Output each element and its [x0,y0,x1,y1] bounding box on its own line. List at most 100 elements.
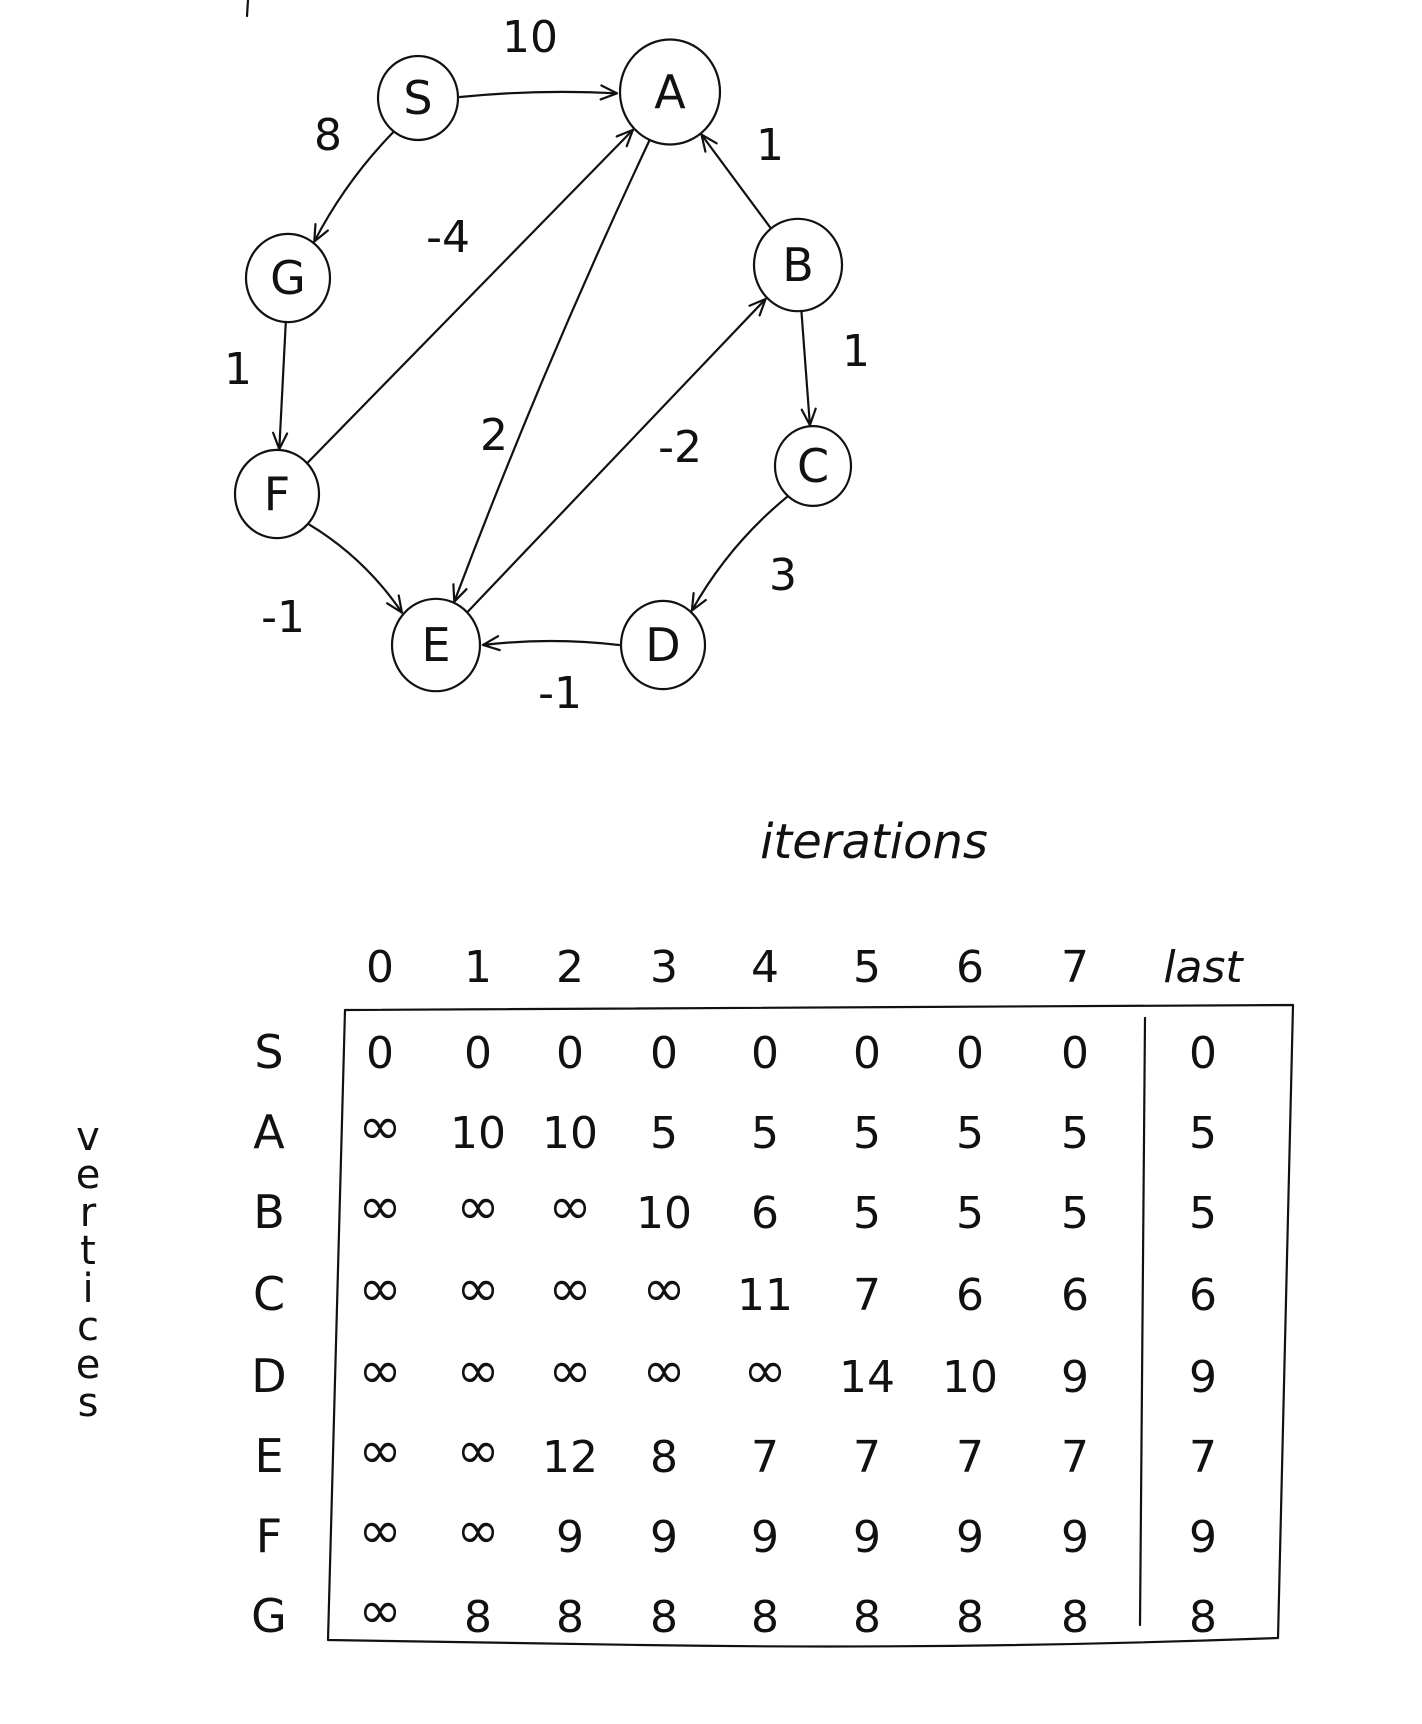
table-cell: ∞ [456,1177,499,1237]
table-cell: ∞ [358,1501,401,1561]
table-cell: ∞ [358,1097,401,1157]
row-header-d: D [251,1349,286,1403]
row-header-g: G [251,1589,287,1643]
column-header-4: 4 [751,942,779,993]
table-cell: 0 [1061,1028,1089,1079]
column-header-5: 5 [853,942,881,993]
table-cell: 8 [650,1592,678,1643]
edge-d-e [481,635,621,652]
edge-weight-g-f: 1 [224,344,252,395]
table-cell: 5 [1189,1188,1217,1239]
table-cell: 7 [1061,1432,1089,1483]
row-axis-letter: e [76,1152,101,1198]
edge-f-a [306,128,634,464]
table-cell: 8 [1061,1592,1089,1643]
node-d-label: D [645,618,680,672]
table-cell: ∞ [456,1259,499,1319]
node-g-label: G [270,251,306,305]
table-cell: 7 [751,1432,779,1483]
table-cell: 7 [956,1432,984,1483]
table-cell: 9 [1061,1352,1089,1403]
table-cell: ∞ [642,1341,685,1401]
row-axis-letter: s [78,1380,99,1426]
row-axis-letter: r [80,1190,97,1236]
row-axis-letter: t [80,1228,96,1274]
row-header-f: F [256,1509,282,1563]
table-cell: 0 [751,1028,779,1079]
table-cell: 8 [853,1592,881,1643]
column-header-2: 2 [556,942,584,993]
table-cell: ∞ [743,1341,786,1401]
table-cell: 8 [956,1592,984,1643]
table-cell: 5 [1189,1108,1217,1159]
table-cell: 5 [853,1188,881,1239]
node-g: G [244,232,332,324]
node-a-circle [618,38,722,146]
table-cell: 5 [751,1108,779,1159]
table-cell: 8 [556,1592,584,1643]
table-cell: 0 [366,1028,394,1079]
edges-layer [272,84,817,652]
table-cell: 0 [956,1028,984,1079]
table-cell: 14 [839,1352,895,1403]
table-cell: 12 [542,1432,598,1483]
table-cell: 6 [1189,1270,1217,1321]
table-cell: ∞ [358,1177,401,1237]
node-g-circle [244,232,332,324]
row-header-c: C [253,1267,285,1321]
table-cell: 0 [1189,1028,1217,1079]
edge-weight-e-b: -2 [658,422,702,473]
table-cell: 7 [1189,1432,1217,1483]
table-cell: 6 [956,1270,984,1321]
row-header-b: B [253,1185,285,1239]
node-s-circle [376,54,460,142]
edge-b-c [800,309,817,427]
node-f-label: F [264,467,290,521]
row-axis-letter: v [76,1114,100,1160]
table-cell: ∞ [456,1501,499,1561]
column-header-6: 6 [956,942,984,993]
table-cell: 9 [956,1512,984,1563]
node-e-circle [390,597,482,693]
row-axis-letter: c [77,1304,99,1350]
table-cell: 0 [650,1028,678,1079]
edge-e-b [466,297,767,613]
node-f-circle [233,448,321,540]
table-cell: 10 [542,1108,598,1159]
table-cell: 9 [751,1512,779,1563]
edge-s-g [313,130,395,243]
edge-s-a [458,84,619,101]
table-cell: 9 [1189,1512,1217,1563]
edge-weight-d-e: -1 [538,668,582,719]
row-header-e: E [254,1429,283,1483]
table-cell: 0 [464,1028,492,1079]
table-cell: 6 [1061,1270,1089,1321]
table-cell: 0 [556,1028,584,1079]
table-cell: 5 [650,1108,678,1159]
row-axis-letter: e [76,1342,101,1388]
node-c-label: C [797,439,829,493]
node-b-circle [752,217,844,313]
row-header-a: A [253,1105,285,1159]
table-border [326,1003,1295,1648]
column-header-0: 0 [366,942,394,993]
column-header-last: last [1163,942,1244,993]
edge-g-f [272,320,289,451]
node-e-label: E [421,618,450,672]
table-cell: ∞ [358,1581,401,1641]
edge-a-e [452,138,651,603]
row-header-s: S [254,1025,283,1079]
edge-weight-c-d: 3 [769,550,797,601]
table-cell: 7 [853,1432,881,1483]
table-cell: 10 [450,1108,506,1159]
table-cell: ∞ [642,1259,685,1319]
node-c: C [773,425,853,508]
node-s: S [376,54,460,142]
